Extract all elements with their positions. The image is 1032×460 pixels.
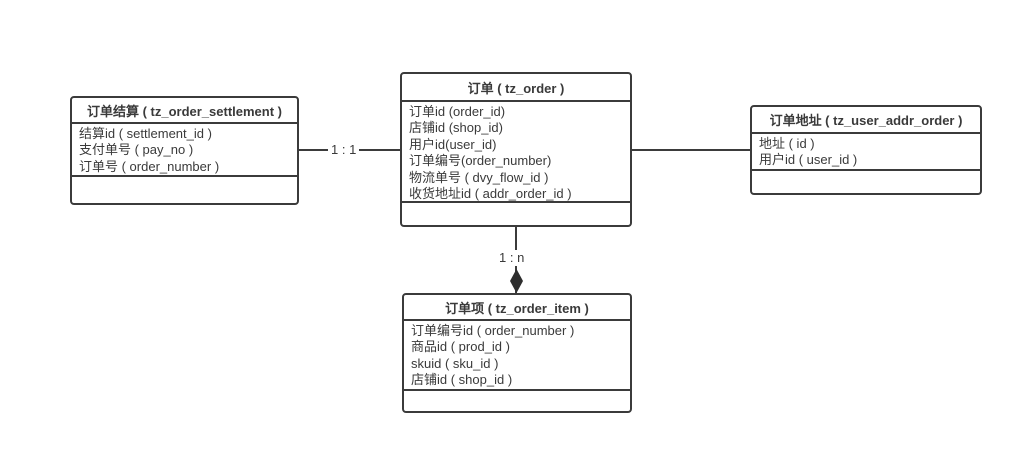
field-prod-id: 商品id ( prod_id ) [411, 339, 510, 355]
field-order-number: 订单编号(order_number) [409, 153, 552, 169]
field-shop-id: 店铺id (shop_id) [409, 120, 503, 136]
entity-order-item-fields: 订单编号id ( order_number ) 商品id ( prod_id )… [404, 321, 630, 391]
entity-order-title: 订单 ( tz_order ) [402, 74, 630, 102]
entity-order-item-empty-section [404, 391, 630, 411]
field-pay-no: 支付单号 ( pay_no ) [79, 142, 194, 158]
field-user-id: 用户id(user_id) [409, 136, 497, 152]
field-order-id: 订单id (order_id) [409, 104, 506, 119]
entity-order-settlement-box: 订单结算 ( tz_order_settlement ) 结算id ( sett… [70, 96, 299, 205]
field-addr-order-id: 收货地址id ( addr_order_id ) [409, 186, 572, 202]
field-sku-id: skuid ( sku_id ) [411, 355, 499, 371]
field-settlement-id: 结算id ( settlement_id ) [79, 126, 212, 141]
entity-order-address-title: 订单地址 ( tz_user_addr_order ) [752, 107, 980, 134]
field-order-number: 订单号 ( order_number ) [79, 158, 220, 174]
entity-order-box: 订单 ( tz_order ) 订单id (order_id) 店铺id (sh… [400, 72, 632, 227]
entity-order-address-fields: 地址 ( id ) 用户id ( user_id ) [752, 134, 980, 171]
entity-order-address-empty-section [752, 171, 980, 193]
composition-diamond-icon [510, 269, 523, 293]
entity-order-settlement-title: 订单结算 ( tz_order_settlement ) [72, 98, 297, 124]
entity-order-fields: 订单id (order_id) 店铺id (shop_id) 用户id(user… [402, 102, 630, 203]
field-dvy-flow-id: 物流单号 ( dvy_flow_id ) [409, 169, 549, 185]
relation-label-one-to-one: 1 : 1 [328, 142, 360, 158]
field-user-id: 用户id ( user_id ) [759, 152, 858, 168]
field-shop-id: 店铺id ( shop_id ) [411, 372, 513, 388]
entity-order-address-box: 订单地址 ( tz_user_addr_order ) 地址 ( id ) 用户… [750, 105, 982, 195]
entity-order-settlement-fields: 结算id ( settlement_id ) 支付单号 ( pay_no ) 订… [72, 124, 297, 177]
entity-order-item-title: 订单项 ( tz_order_item ) [404, 295, 630, 321]
field-addr-id: 地址 ( id ) [759, 136, 815, 151]
relation-label-one-to-many: 1 : n [496, 250, 528, 266]
entity-order-settlement-empty-section [72, 177, 297, 203]
entity-order-empty-section [402, 203, 630, 225]
field-order-number-id: 订单编号id ( order_number ) [411, 323, 575, 338]
entity-order-item-box: 订单项 ( tz_order_item ) 订单编号id ( order_num… [402, 293, 632, 413]
connector-order-address [632, 149, 750, 151]
